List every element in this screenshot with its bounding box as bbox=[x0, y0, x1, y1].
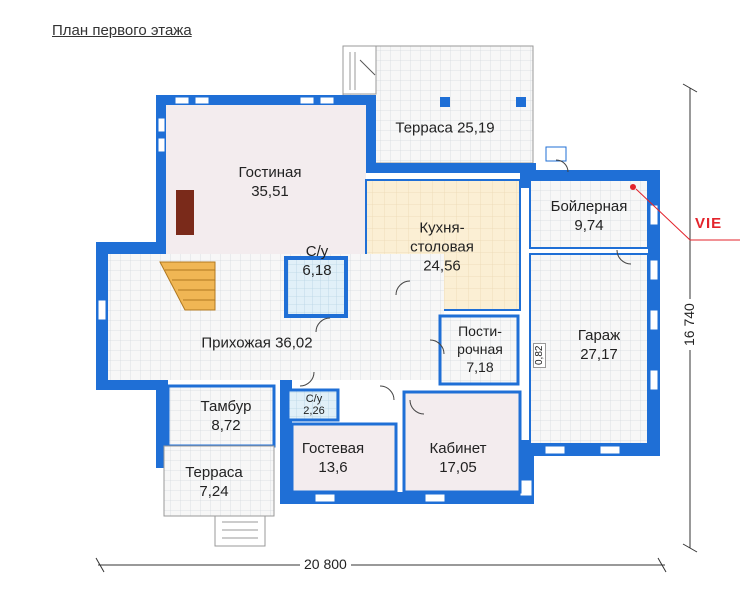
watermark-pointer bbox=[630, 184, 740, 241]
bath2-floor bbox=[286, 388, 340, 422]
study-floor bbox=[402, 390, 522, 494]
garage-floor bbox=[529, 253, 649, 445]
fireplace bbox=[176, 190, 194, 235]
stair-mark: 0,82 bbox=[533, 342, 546, 368]
doors bbox=[299, 159, 632, 415]
bath1-floor bbox=[284, 256, 348, 318]
room-label-terrace-top: Терраса 25,19 bbox=[395, 119, 495, 137]
dimension-height: 16 740 bbox=[681, 299, 697, 350]
terrace-small bbox=[163, 445, 275, 547]
living-room-floor bbox=[166, 105, 366, 255]
laundry-floor bbox=[438, 314, 520, 386]
boiler-floor bbox=[529, 179, 649, 249]
room-label-hall: Прихожая 36,02 bbox=[201, 334, 313, 352]
page-title[interactable]: План первого этажа bbox=[52, 22, 192, 39]
dimension-width: 20 800 bbox=[300, 556, 351, 572]
stair bbox=[159, 261, 216, 311]
hall-floor bbox=[108, 254, 444, 380]
windows bbox=[97, 96, 659, 503]
watermark: VIE bbox=[695, 215, 723, 232]
vestibule-floor bbox=[166, 384, 276, 448]
guest-floor bbox=[290, 422, 398, 494]
